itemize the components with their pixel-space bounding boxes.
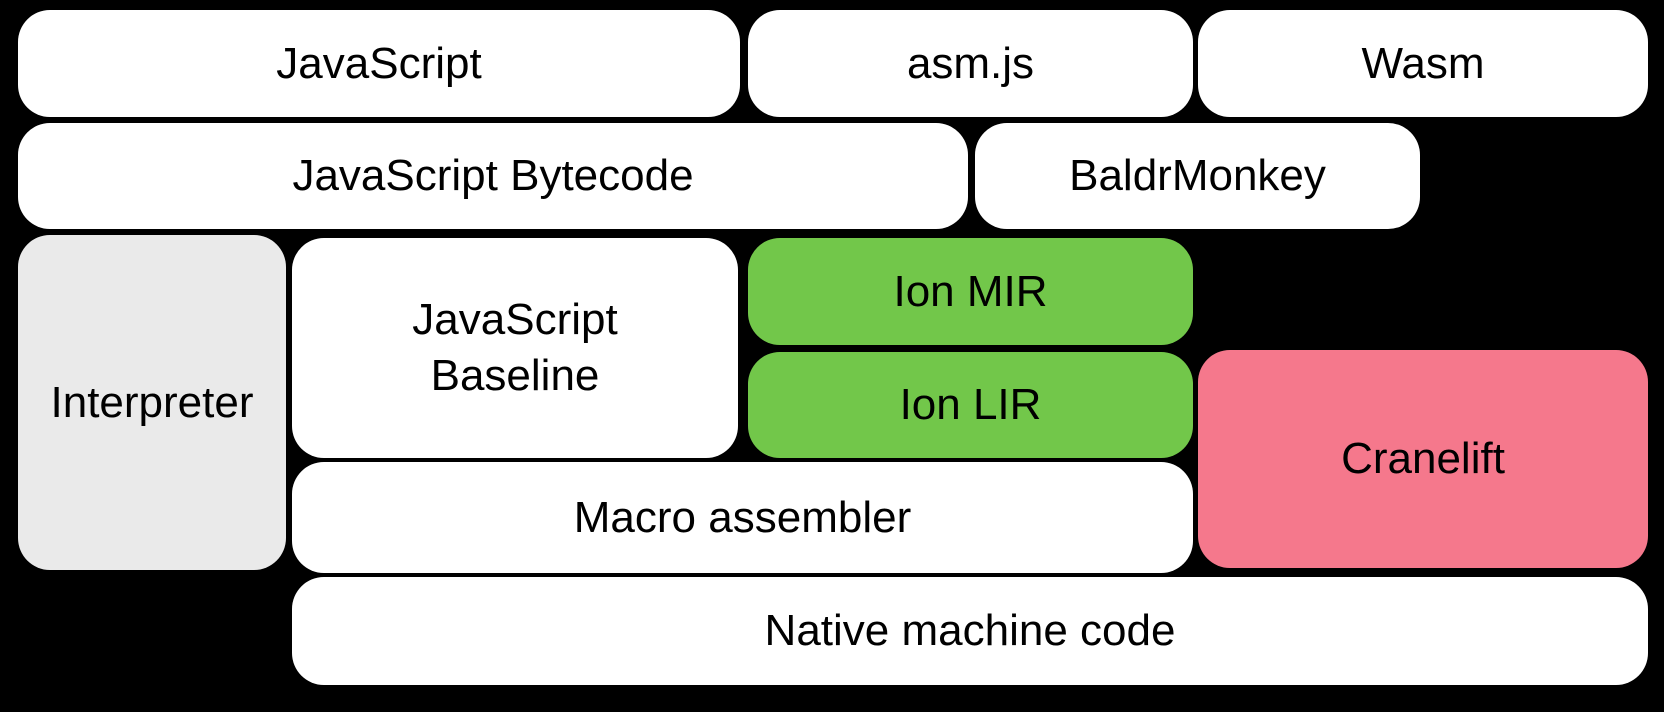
node-interpreter: Interpreter — [18, 235, 286, 570]
node-label: Cranelift — [1341, 434, 1505, 483]
node-cranelift: Cranelift — [1198, 350, 1648, 568]
node-label: asm.js — [906, 38, 1035, 88]
node-label: Ion MIR — [893, 266, 1048, 316]
node-label: Macro assembler — [573, 492, 912, 542]
node-ion-lir: Ion LIR — [748, 352, 1193, 458]
node-ion-mir: Ion MIR — [748, 238, 1193, 345]
node-label: BaldrMonkey — [1069, 151, 1326, 200]
node-label-line2: Baseline — [430, 351, 600, 400]
node-label: Wasm — [1361, 38, 1485, 88]
node-label: JavaScript Bytecode — [292, 151, 694, 200]
node-native-machine-code: Native machine code — [292, 577, 1648, 685]
node-label: JavaScript — [276, 38, 482, 88]
node-label: Native machine code — [764, 606, 1176, 655]
node-macro-assembler: Macro assembler — [292, 462, 1193, 573]
node-label: Ion LIR — [899, 380, 1042, 429]
node-javascript: JavaScript — [18, 10, 740, 117]
node-javascript-bytecode: JavaScript Bytecode — [18, 123, 968, 229]
node-label-line1: JavaScript — [412, 295, 618, 344]
node-label: Interpreter — [50, 377, 254, 427]
node-wasm: Wasm — [1198, 10, 1648, 117]
node-baldrmonkey: BaldrMonkey — [975, 123, 1420, 229]
node-javascript-baseline: JavaScript Baseline — [292, 238, 738, 458]
node-asm-js: asm.js — [748, 10, 1193, 117]
